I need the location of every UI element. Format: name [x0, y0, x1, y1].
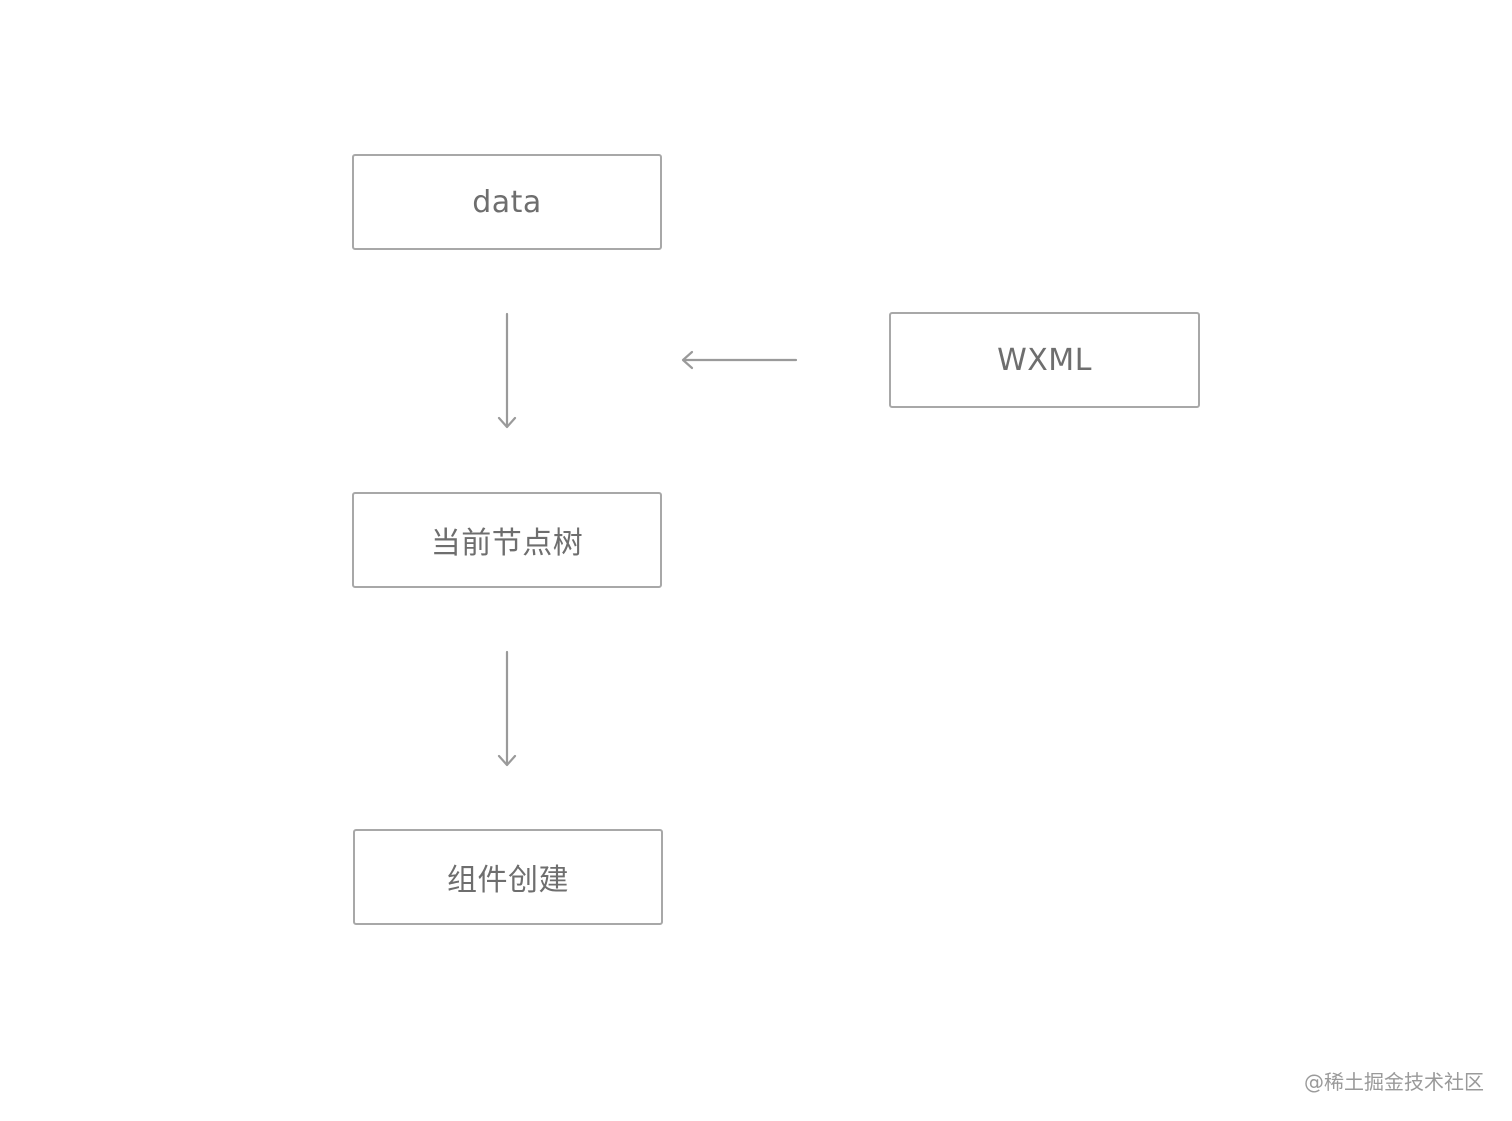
node-wxml: WXML [889, 312, 1200, 408]
node-current-tree-label: 当前节点树 [430, 526, 584, 561]
arrow-wxml-to-tree [681, 350, 798, 370]
node-data-label: data [472, 184, 542, 220]
arrow-tree-to-create [497, 650, 517, 767]
node-component-create-label: 组件创建 [447, 863, 569, 898]
watermark: @稀土掘金技术社区 [1304, 1070, 1484, 1094]
node-wxml-label: WXML [997, 342, 1092, 378]
node-data: data [352, 154, 662, 250]
node-current-tree: 当前节点树 [352, 492, 662, 588]
node-component-create: 组件创建 [353, 829, 663, 925]
arrow-data-to-tree [497, 312, 517, 429]
